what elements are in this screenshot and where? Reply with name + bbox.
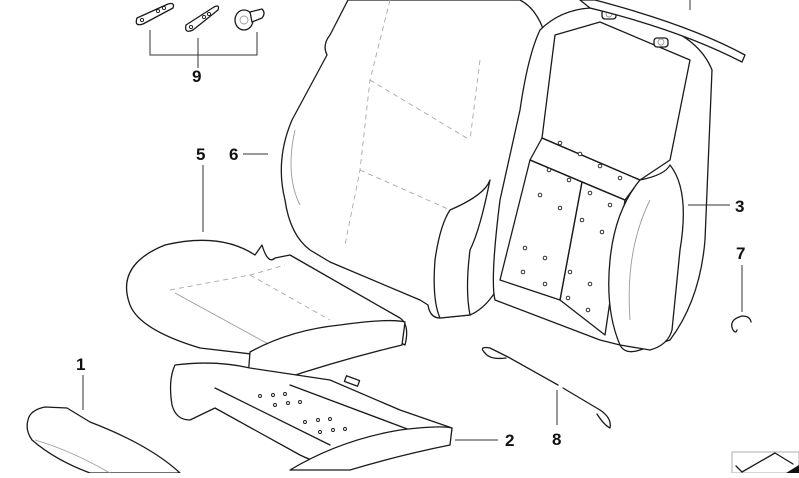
callout-2: 2 xyxy=(505,431,515,450)
part-8-cable xyxy=(481,346,611,429)
part-6-backrest-cover xyxy=(280,0,549,319)
callout-1: 1 xyxy=(76,355,86,374)
callout-9: 9 xyxy=(192,67,202,86)
part-7-clip xyxy=(731,265,752,333)
callout-8: 8 xyxy=(552,430,562,449)
part-5-cushion-cover xyxy=(125,165,408,385)
callout-6: 6 xyxy=(229,145,239,164)
pad-dots xyxy=(258,392,347,434)
part-9-brackets xyxy=(135,2,265,68)
foam-dots xyxy=(520,140,623,313)
part-3-backrest-pad xyxy=(492,7,730,353)
callout-7: 7 xyxy=(736,244,746,263)
part-2-cushion-pad xyxy=(169,362,498,471)
callout-3: 3 xyxy=(735,197,745,216)
part-1-trim-strip xyxy=(26,375,181,474)
top-rail xyxy=(579,0,746,63)
callout-5: 5 xyxy=(196,145,206,164)
